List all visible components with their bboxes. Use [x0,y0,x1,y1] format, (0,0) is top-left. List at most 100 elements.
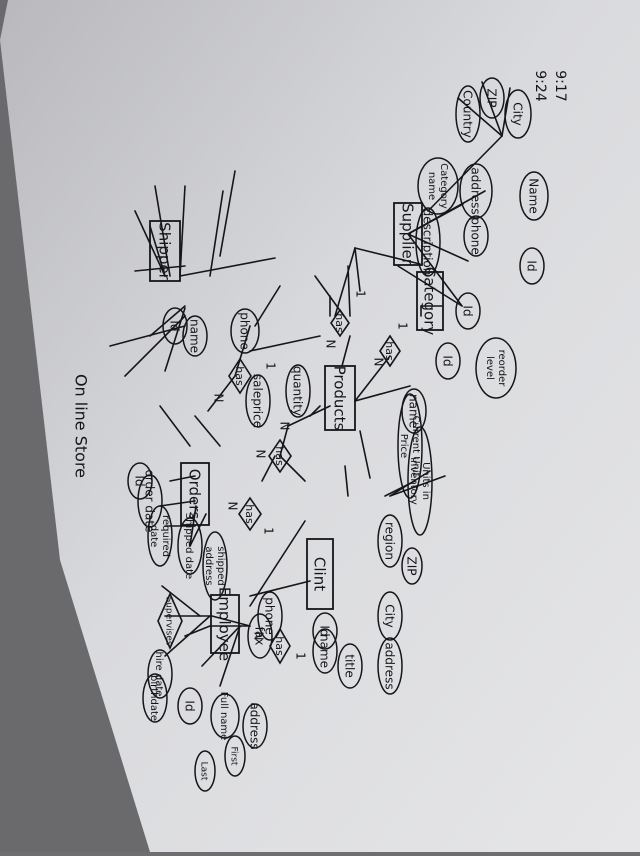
connector-line [159,405,191,447]
attribute-sup_phone: phone [463,215,489,257]
relationship-rel_client_orders: has [238,496,262,532]
connector-line [389,470,431,497]
attribute-ellipse [459,163,493,219]
attribute-emp_hiredate: hire date [147,649,173,699]
attribute-ellipse [177,517,203,575]
attribute-label: quantity [291,366,305,416]
attribute-label: phone [238,312,252,350]
attribute-label: hire date [153,652,164,697]
attribute-cl_region: region [377,514,403,568]
connector-line [234,325,251,377]
attribute-ellipse [463,215,489,257]
attribute-label: title [343,654,357,677]
attribute-label: region [383,522,397,560]
connector-line [279,455,306,482]
cardinality-mark: N [254,450,268,459]
attribute-label: saleprice [251,374,265,428]
entity-label: Products [331,366,349,431]
attribute-label: Full name [218,692,229,741]
attribute-label: birthdate [148,675,159,721]
attribute-ord_id: Id [127,462,153,500]
attribute-ellipse [147,505,173,567]
relationship-label: has [273,446,286,466]
attribute-ellipse [475,337,517,399]
relationship-rel_category_products: has [330,308,350,338]
entity-orders: Orders [180,462,210,526]
attribute-ellipse [377,591,403,641]
attribute-label: ZIP [405,557,419,576]
timestamp-start: 9:17 [552,70,568,101]
entity-label: Category [421,267,439,336]
attribute-sup_country: Country [455,85,481,143]
entity-category: Category [416,267,444,336]
cardinality-mark: 1 [294,652,308,660]
connector-line [354,385,411,402]
relationship-label: has [233,366,246,386]
attribute-emp_id: Id [177,687,203,725]
attribute-sup_id: Id [519,247,545,285]
attribute-label: Last [199,762,209,781]
attribute-ship_id: Id [162,307,188,345]
connector-line [344,465,349,497]
attribute-ord_shipped: Shipped date [177,513,203,579]
attribute-label: phone [263,597,277,635]
cardinality-mark: N [372,358,386,367]
attribute-ellipse [247,613,273,659]
connector-line [201,625,241,667]
cardinality-mark: 1 [262,527,276,535]
entity-employee: Employee [210,587,240,661]
cardinality-mark: 1 [354,290,368,298]
connector-line [481,81,503,137]
attribute-label: Id [133,475,147,486]
cardinality-mark: N [226,502,240,511]
attribute-label: City [383,604,397,628]
connector-line [359,430,371,479]
attribute-sup_city: City [504,89,532,139]
connector-line [154,185,171,277]
entity-box [324,365,356,431]
attribute-ship_name: name [182,315,208,357]
entity-supplier: Supplier [393,202,423,266]
attribute-cl_id: Id [312,612,338,650]
relationship-label: has [383,341,396,361]
attribute-label: description [421,209,435,276]
attribute-sup_address: address [459,163,493,219]
connector-line [134,265,186,272]
attribute-ellipse [137,474,163,528]
relationship-diamond [330,308,350,338]
entity-box [306,538,334,610]
connector-line [169,475,196,482]
connector-line [124,315,186,377]
entity-box [416,271,444,331]
relationship-label: Supervises [164,596,174,645]
cardinality-mark: 1 [264,362,278,370]
connector-line [207,375,236,412]
attribute-label: reorderlevel [484,350,507,388]
attribute-ellipse [435,342,461,380]
entity-products: Products [324,365,356,431]
entity-label: Supplier [399,203,417,266]
connector-line [109,325,186,347]
connector-line [314,275,345,317]
connector-line [249,580,311,597]
timestamp-end: 9:24 [532,70,548,102]
attribute-label: fax [253,627,267,646]
entity-client: Clint [306,538,334,610]
connector-line [354,247,421,265]
attribute-label: name [188,319,202,353]
connector-line [407,233,469,262]
attribute-ellipse [230,308,260,354]
attribute-cl_address: address [377,637,403,695]
attribute-sup_zip: ZIP [479,77,505,119]
attribute-label: Shipped date [183,513,194,579]
attribute-ellipse [407,426,433,536]
attribute-ellipse [519,247,545,285]
connector-line [219,170,236,257]
attribute-label: City [511,102,525,126]
relationship-diamond [268,438,292,474]
attribute-emp_fullname: Full name [210,692,240,741]
connector-line [309,405,321,417]
connector-line [397,265,463,307]
connector-line [219,625,241,687]
entity-label: Employee [216,587,234,661]
